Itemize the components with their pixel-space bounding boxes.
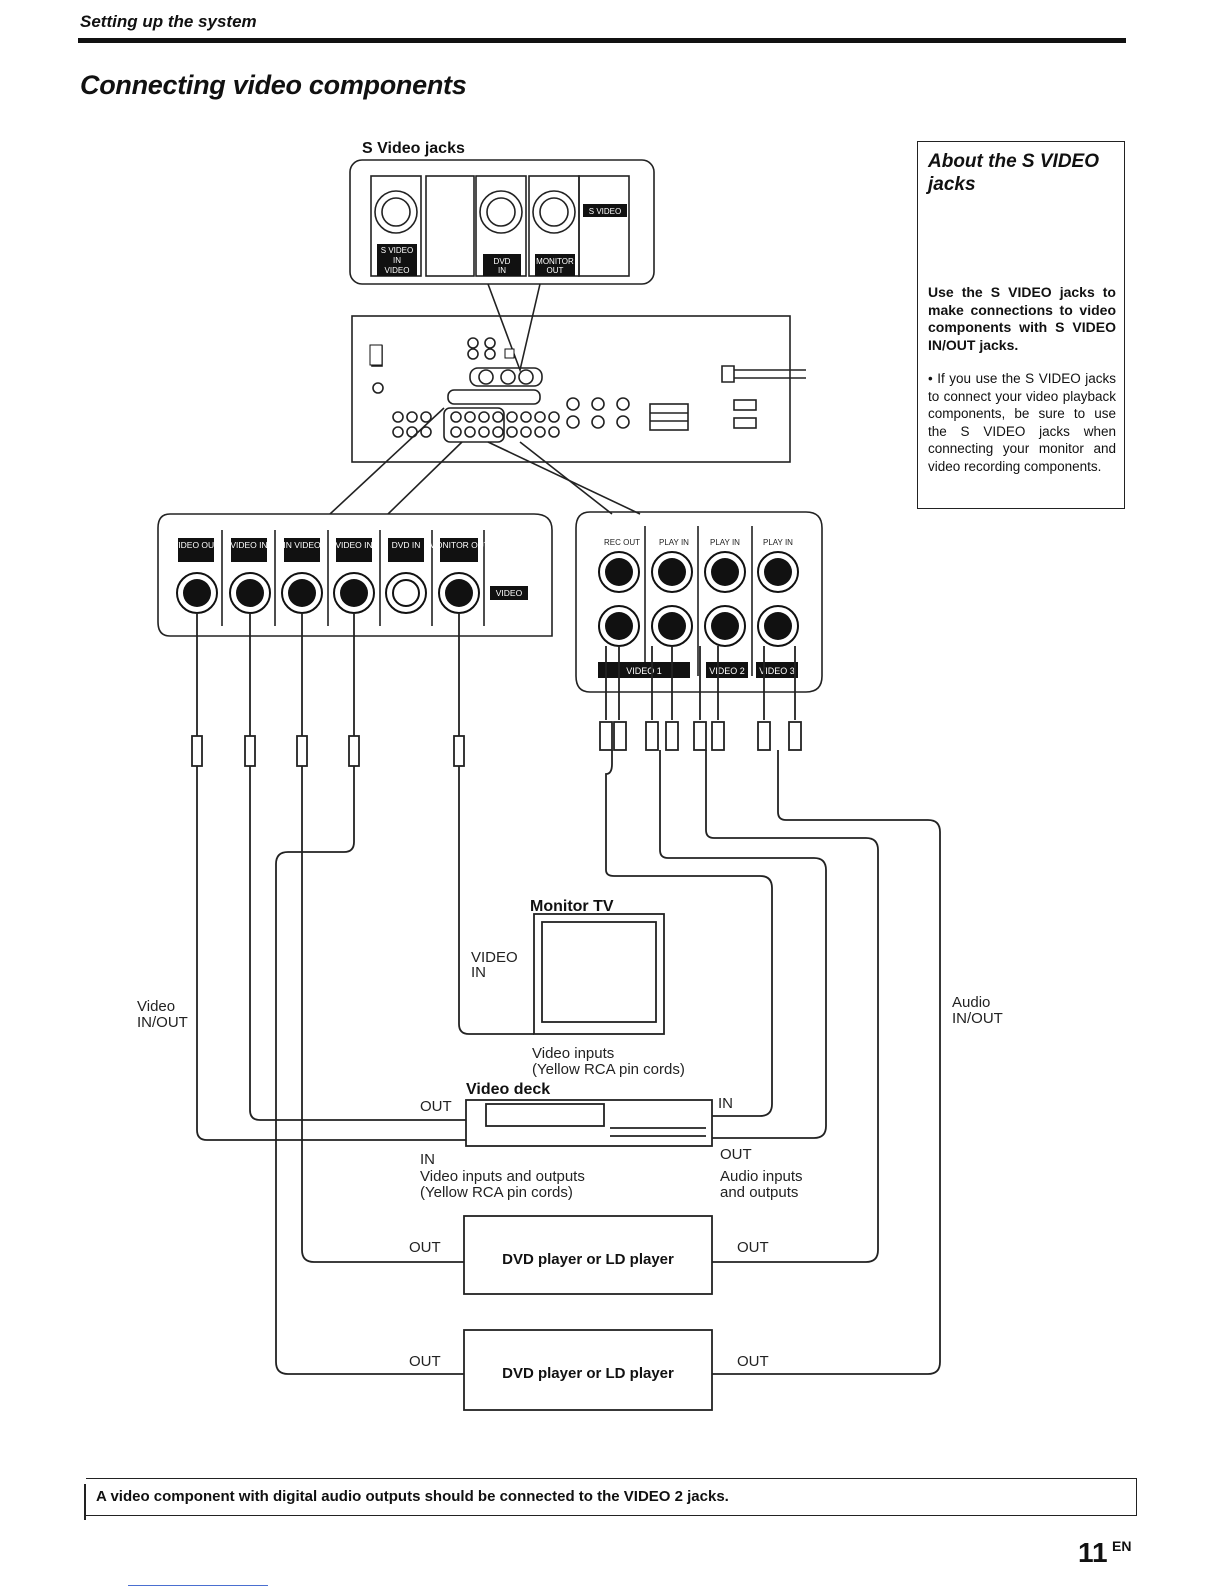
rec-out-text: REC OUT — [604, 538, 640, 547]
tv-video-in-label: VIDEO IN — [471, 949, 518, 981]
audio-panel-jacks — [598, 551, 799, 678]
svg-text:IN: IN — [393, 256, 401, 265]
s-video-row — [469, 367, 543, 387]
about-lead-text: Use the S VIDEO jacks to make connection… — [928, 284, 1116, 353]
video-jack-panel — [157, 513, 553, 637]
deck-in-right-label: IN — [718, 1095, 733, 1112]
about-s-video-box: About the S VIDEO jacks Use the S VIDEO … — [917, 141, 1125, 509]
about-title-line1: About the S VIDEO — [928, 151, 1099, 172]
video-io-label-1: Video inputs and outputs — [420, 1168, 585, 1185]
s-video-panel — [349, 159, 655, 285]
video-panel-jacks — [176, 538, 528, 614]
video1-text: VIDEO 1 — [626, 666, 662, 676]
video-in-text-1: VIDEO IN — [230, 540, 267, 550]
dvd-player-label-1: DVD player or LD player — [502, 1251, 674, 1268]
s-video-in-video-text: S VIDEO — [381, 246, 413, 255]
yellow-rca-label-1: (Yellow RCA pin cords) — [532, 1061, 685, 1078]
dvd-player-box-2 — [463, 1329, 713, 1411]
play-in-text-1: PLAY IN — [659, 538, 689, 547]
audio-io-label-1: Audio inputs — [720, 1168, 803, 1185]
video-out-text: VIDEO OUT — [173, 540, 220, 550]
dvd-in-text: DVD — [494, 257, 511, 266]
player1-out-left: OUT — [409, 1239, 441, 1256]
video-inout-label-1: Video — [137, 998, 176, 1015]
note-box — [86, 1478, 1137, 1516]
about-title: About the S VIDEO jacks — [928, 150, 1099, 196]
video-deck — [465, 1099, 713, 1147]
dvd-in-panel-text: DVD IN — [392, 540, 421, 550]
deck-in-left-label: IN — [420, 1151, 435, 1168]
deck-out-left-label: OUT — [420, 1098, 452, 1115]
header-rule — [78, 38, 1126, 43]
player1-out-right: OUT — [737, 1239, 769, 1256]
audio-io-label-2: and outputs — [720, 1184, 799, 1201]
section-header: Setting up the system — [80, 12, 257, 31]
player2-out-right: OUT — [737, 1353, 769, 1370]
s-video-badge-text: S VIDEO — [589, 207, 621, 216]
s-video-labels — [369, 204, 627, 366]
video-inout-label-2: IN/OUT — [137, 1014, 188, 1031]
s-video-badge-box — [578, 175, 630, 277]
monitor-tv — [533, 913, 665, 1035]
dvd-player-label-2: DVD player or LD player — [502, 1365, 674, 1382]
note-bar — [84, 1484, 86, 1520]
play-in-text-2: PLAY IN — [710, 538, 740, 547]
page-language: EN — [1112, 1538, 1132, 1554]
in-video-text: IN VIDEO — [283, 540, 321, 550]
svg-text:OUT: OUT — [547, 266, 564, 275]
page-title: Connecting video components — [80, 70, 467, 100]
audio-jack-panel — [575, 511, 823, 693]
s-video-blank-box — [425, 175, 475, 277]
video2-text: VIDEO 2 — [709, 666, 745, 676]
svg-text:IN: IN — [498, 266, 506, 275]
monitor-out-text: MONITOR — [536, 257, 574, 266]
s-video-jacks-title: S Video jacks — [362, 140, 465, 157]
video-io-label-2: (Yellow RCA pin cords) — [420, 1184, 573, 1201]
dvd-player-box-1 — [463, 1215, 713, 1295]
video-in-text-2: VIDEO IN — [335, 540, 372, 550]
about-bullet-text: • If you use the S VIDEO jacks to connec… — [928, 371, 1116, 474]
svg-text:VIDEO: VIDEO — [385, 266, 410, 275]
s-video-jack-1 — [374, 190, 418, 234]
deck-out-right-label: OUT — [720, 1146, 752, 1163]
video-deck-label: Video deck — [466, 1081, 551, 1098]
monitor-out-panel-text: MONITOR OUT — [429, 540, 489, 550]
video-inputs-label: Video inputs — [532, 1045, 615, 1062]
about-title-line2: jacks — [928, 174, 976, 195]
s-video-jack-3 — [532, 190, 576, 234]
audio-inout-label-1: Audio — [952, 994, 991, 1011]
page-number: 11 — [1078, 1537, 1108, 1568]
audio-inout-label-2: IN/OUT — [952, 1010, 1003, 1027]
video-jack-group — [443, 407, 505, 443]
receiver-rear-panel — [351, 315, 791, 463]
note-text: A video component with digital audio out… — [96, 1488, 729, 1505]
play-in-text-3: PLAY IN — [763, 538, 793, 547]
video-badge-text: VIDEO — [496, 588, 523, 598]
monitor-tv-label: Monitor TV — [530, 898, 614, 915]
video3-text: VIDEO 3 — [759, 666, 795, 676]
cables — [191, 613, 941, 1411]
s-video-jack-2 — [479, 190, 523, 234]
player2-out-left: OUT — [409, 1353, 441, 1370]
